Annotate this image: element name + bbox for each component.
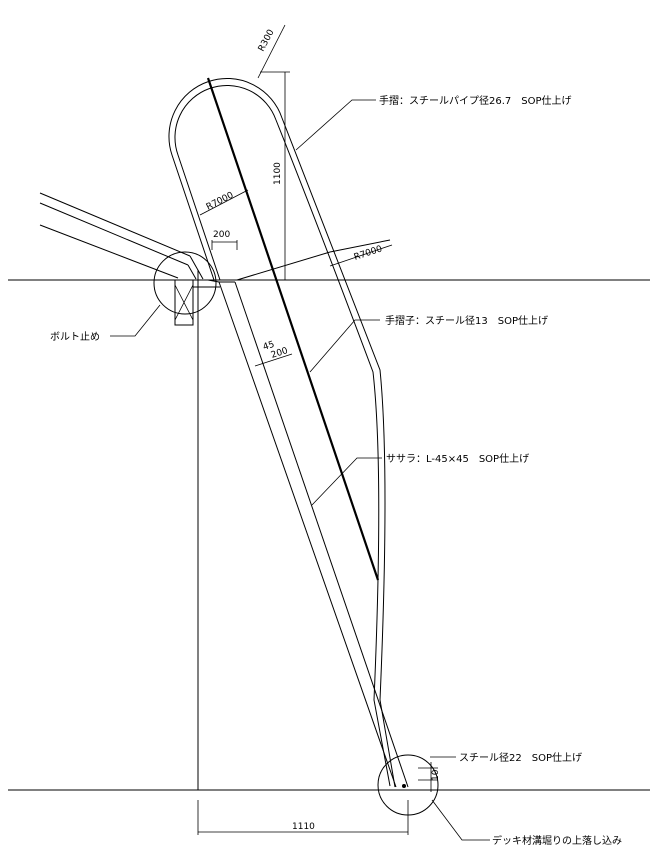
label-deck-note: デッキ材溝堀りの上落し込み <box>492 834 622 847</box>
dim-45-text: 45 <box>262 340 276 353</box>
label-baluster: 手摺子：スチール径13 SOP仕上げ <box>385 314 548 327</box>
dim-r7000-right-text: R7000 <box>353 244 384 263</box>
left-deck-structure <box>39 192 204 280</box>
leader-steel-bar: スチール径22 SOP仕上げ <box>430 751 582 764</box>
leader-deck-note: デッキ材溝堀りの上落し込み <box>431 799 622 847</box>
leader-bolt: ボルト止め <box>50 304 161 343</box>
leader-stringer: ササラ：L-45×45 SOP仕上げ <box>311 452 529 506</box>
dim-1110-text: 1110 <box>292 822 315 832</box>
dim-r7000-left-text: R7000 <box>205 190 236 212</box>
dim-1110: 1110 <box>197 800 409 835</box>
dim-45-200: 45 200 <box>254 340 293 367</box>
dim-r7000-left: R7000 <box>199 189 249 216</box>
dim-r300: R300 <box>257 24 286 79</box>
stringer <box>207 279 409 788</box>
label-bolt: ボルト止め <box>50 331 100 343</box>
dim-r7000-right: R7000 <box>329 244 393 267</box>
chord-line <box>236 251 331 281</box>
dim-r300-text: R300 <box>257 28 277 54</box>
chord-line-2 <box>329 239 391 253</box>
dim-200-top: 200 <box>211 230 238 250</box>
leader-baluster: 手摺子：スチール径13 SOP仕上げ <box>309 314 548 373</box>
dim-1100-text: 1100 <box>273 162 283 185</box>
leader-handrail: 手摺：スチールパイプ径26.7 SOP仕上げ <box>295 94 572 151</box>
baluster <box>206 77 380 581</box>
dim-10-text: 10 <box>431 769 441 781</box>
label-steel-bar: スチール径22 SOP仕上げ <box>459 751 582 764</box>
dim-1100: 1100 <box>260 71 290 280</box>
bolt-detail <box>153 251 220 326</box>
handrail-pipe <box>168 78 396 788</box>
label-handrail: 手摺：スチールパイプ径26.7 SOP仕上げ <box>379 94 572 107</box>
dim-200-top-text: 200 <box>213 230 230 240</box>
label-stringer: ササラ：L-45×45 SOP仕上げ <box>386 452 529 465</box>
